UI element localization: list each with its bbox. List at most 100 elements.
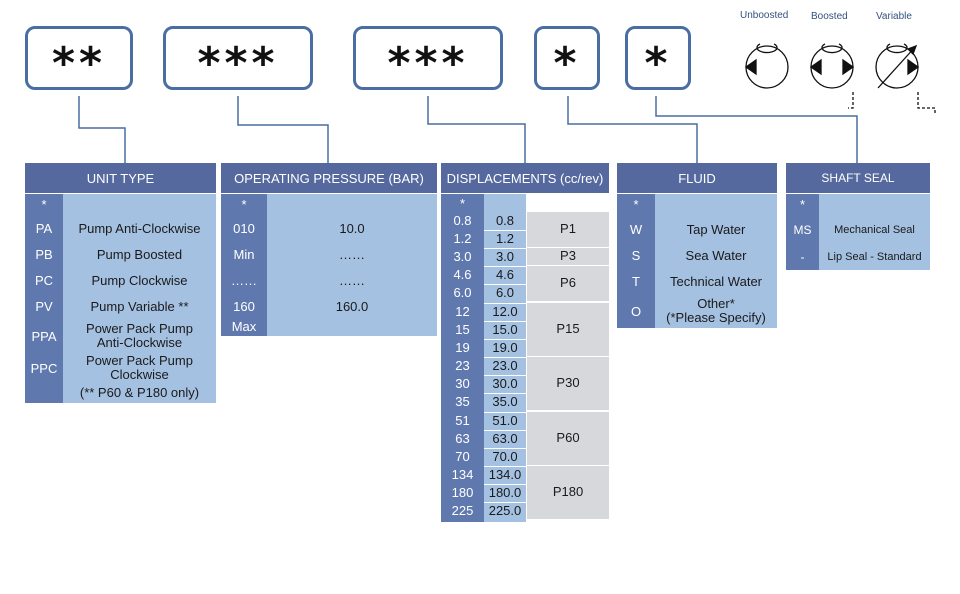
displacement-value: 180.0 [488, 485, 522, 500]
displacement-code: 70 [455, 449, 470, 464]
symbol-label-boosted: Boosted [811, 11, 848, 22]
displacement-value: 134.0 [488, 467, 522, 482]
fluid-code-w: W [629, 222, 643, 237]
pressure-code-160: 160 [233, 299, 255, 314]
displacement-group-cell [527, 266, 609, 301]
unit-type-desc-ppc-line1: Power Pack Pump [86, 353, 193, 368]
displacement-value: 70.0 [492, 449, 518, 464]
code-box-shaft-seal: * [625, 26, 691, 90]
displacement-code: 4.6 [453, 267, 472, 282]
displacement-group-label: P3 [560, 248, 576, 263]
fluid-desc-t: Technical Water [670, 274, 762, 289]
unit-type-desc-pv: Pump Variable ** [90, 299, 189, 314]
displacement-code: 6.0 [453, 285, 472, 300]
displacement-code-column [441, 194, 484, 522]
displacement-group-cell [527, 212, 609, 247]
displacement-group-cell [527, 357, 609, 410]
displacement-code: 180 [451, 485, 474, 500]
displacement-row-divider [484, 339, 526, 340]
fluid-header: FLUID [617, 163, 777, 193]
displacement-value: 19.0 [492, 340, 518, 355]
displacement-group-cell [527, 303, 609, 356]
variable-pump-symbol [875, 43, 936, 114]
displacement-star: * [459, 196, 466, 211]
displacement-value: 4.6 [495, 267, 515, 282]
displacement-code: 15 [455, 322, 470, 337]
displacement-code: 51 [455, 413, 470, 428]
displacement-value: 225.0 [488, 503, 522, 518]
unit-type-desc-ppa-line2: Anti-Clockwise [96, 335, 183, 350]
displacement-row-divider [484, 266, 526, 267]
symbol-label-variable: Variable [876, 11, 912, 22]
unboosted-pump-symbol [744, 43, 789, 89]
unit-type-desc-ppc-line2: Clockwise [110, 367, 169, 382]
shaft-seal-desc-ms: Mechanical Seal [834, 224, 915, 236]
shaft-seal-code-column [786, 194, 819, 270]
displacement-row-divider [484, 375, 526, 376]
shaft-seal-header: SHAFT SEAL [786, 163, 930, 193]
displacement-value: 6.0 [495, 285, 515, 300]
unit-type-code-column [25, 194, 63, 403]
pump-symbols [744, 43, 936, 114]
connector-pressure [237, 96, 329, 163]
connector-fluid [567, 96, 698, 163]
displacement-code: 225 [451, 503, 474, 518]
unit-type-desc-ppa-line1: Power Pack Pump [86, 321, 193, 336]
displacement-code: 30 [455, 376, 470, 391]
displacement-group-label: P180 [552, 484, 584, 499]
fluid-star: * [633, 197, 639, 212]
displacement-row-divider [484, 303, 526, 304]
shaft-seal-desc-lip: Lip Seal - Standard [827, 251, 922, 263]
connector-shaft-seal [655, 96, 858, 163]
displacement-row-divider [484, 321, 526, 322]
displacement-value: 0.8 [495, 213, 515, 228]
displacement-group-cell [527, 466, 609, 519]
displacement-value: 35.0 [492, 394, 518, 409]
displacement-group-label: P6 [560, 275, 576, 290]
pressure-value-ellipsis: …… [339, 273, 365, 288]
displacement-row-divider [484, 357, 526, 358]
shaft-seal-star: * [799, 197, 806, 212]
unit-type-desc-pa: Pump Anti-Clockwise [78, 221, 201, 236]
pressure-code-min: Min [233, 247, 255, 262]
pressure-star: * [241, 197, 247, 212]
displacement-group-cell [527, 412, 609, 465]
code-box-pressure: *** [163, 26, 313, 90]
connector-displacement [427, 96, 526, 163]
fluid-code-o: O [630, 304, 642, 319]
displacement-group-label: P60 [556, 430, 580, 445]
displacement-code: 12 [455, 304, 470, 319]
pressure-code-ellipsis: …… [231, 273, 257, 288]
displacement-group-label: P1 [560, 221, 576, 236]
boosted-pump-symbol [809, 43, 855, 109]
fluid-code-s: S [631, 248, 641, 263]
displacement-code: 19 [455, 340, 470, 355]
displacement-code: 3.0 [453, 249, 472, 264]
pressure-header: OPERATING PRESSURE (BAR) [221, 163, 437, 193]
displacement-row-divider [484, 284, 526, 285]
displacement-header: DISPLACEMENTS (cc/rev) [441, 163, 609, 193]
displacement-code: 23 [455, 358, 470, 373]
displacement-value: 63.0 [492, 431, 518, 446]
pressure-value-010: 10.0 [339, 221, 365, 236]
unit-type-code-pb: PB [35, 247, 53, 262]
fluid-code-t: T [632, 274, 640, 289]
displacement-row-divider [484, 502, 526, 503]
displacement-value: 12.0 [492, 304, 518, 319]
unit-type-code-pv: PV [35, 299, 53, 314]
displacement-code: 0.8 [453, 213, 472, 228]
displacement-value: 3.0 [495, 249, 515, 264]
displacement-code: 134 [451, 467, 474, 482]
displacement-group-cell [527, 248, 609, 265]
displacement-code: 63 [455, 431, 470, 446]
unit-type-code-ppa: PPA [31, 329, 57, 344]
symbol-label-unboosted: Unboosted [740, 10, 789, 21]
displacement-value: 23.0 [492, 358, 518, 373]
displacement-row-divider [484, 448, 526, 449]
unit-type-desc-pb: Pump Boosted [96, 247, 183, 262]
displacement-code: 1.2 [453, 231, 472, 246]
fluid-desc-o-line2: (*Please Specify) [666, 310, 766, 325]
displacement-row-divider [484, 412, 526, 413]
displacement-row-divider [484, 248, 526, 249]
